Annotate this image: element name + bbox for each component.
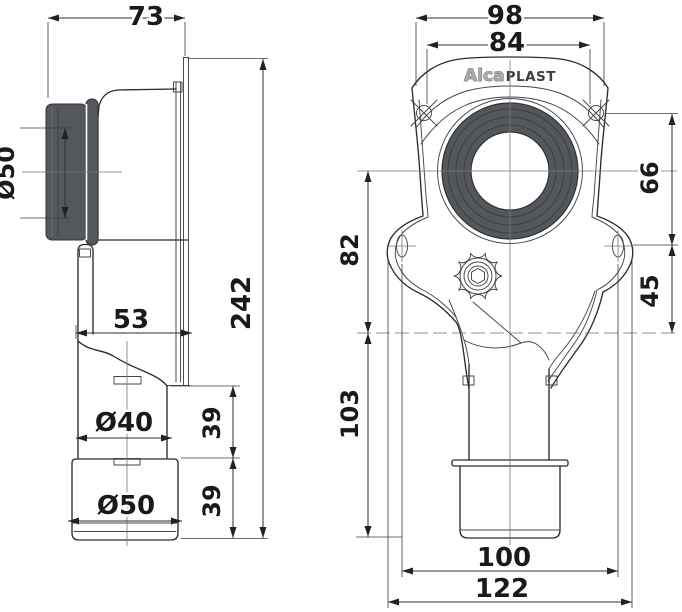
dim-side-pipe-diameter: Ø40 [95,408,153,438]
dim-side-sleeve-diameter: Ø50 [97,491,155,521]
fixing-hole-top-left [410,99,438,127]
fixing-slot-right [604,230,632,262]
inspection-knob [453,252,503,300]
pipe-clip-left [462,375,475,386]
dim-front-hole-spacing: 84 [489,28,525,58]
dim-front-flange-width: 98 [487,1,523,31]
front-view: AlcaPLAST [357,56,677,545]
dim-side-outlet-lower: 39 [198,484,226,517]
dim-side-seal-diameter: Ø50 [0,146,20,200]
bowl-interior [448,290,596,370]
dim-side-outlet-upper: 39 [198,406,226,439]
pipe-slot [113,376,142,385]
fixing-hole-top-right [582,99,610,127]
fixing-slot-left [388,230,416,262]
body-outline-front [386,56,634,389]
mounting-plate-edge [166,57,191,386]
plate-tab [173,81,183,93]
pipe-clip-right [545,375,558,386]
dim-side-mid-offset: 53 [113,305,149,335]
dim-front-axis-to-outlet: 103 [336,389,364,439]
dim-front-lower-height: 45 [636,274,664,307]
dim-side-overall-height: 242 [227,276,257,330]
dim-front-bottom-spacing: 100 [477,543,531,573]
outlet-pipe-front [462,363,558,461]
dim-front-axis-to-top: 82 [336,233,364,266]
dim-front-upper-height: 66 [636,161,664,194]
trap-body-side [77,88,189,459]
housing-clip [79,248,91,258]
side-view [22,57,191,546]
alcaplast-logo: AlcaPLAST [464,66,556,86]
hex-nut [471,268,485,284]
front-view-dimensions: 98 84 66 45 82 103 100 122 [334,0,678,608]
dim-side-top-width: 73 [128,2,164,32]
side-view-dimensions: 73 Ø50 242 53 Ø40 39 39 Ø50 [0,0,268,539]
dim-front-overall-width: 122 [475,574,529,604]
